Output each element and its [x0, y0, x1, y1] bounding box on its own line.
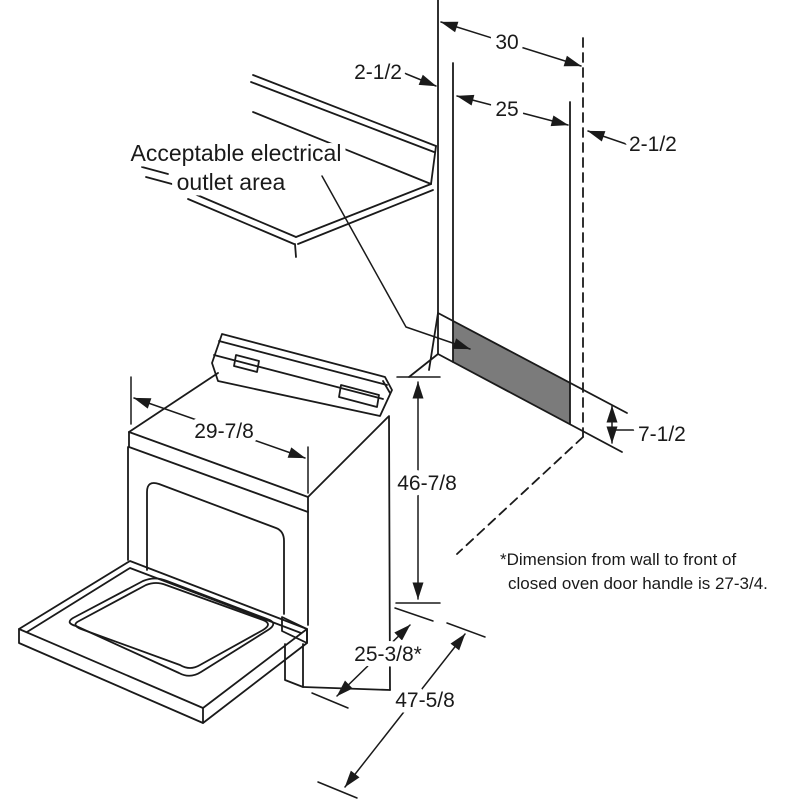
dim-line: [456, 94, 569, 127]
dim-text-outlet-height: 7-1/2: [638, 423, 686, 446]
door-window-inner: [74, 582, 269, 669]
tick-lower: [317, 781, 358, 799]
range: [127, 333, 393, 691]
break-mark-2: [145, 176, 173, 185]
outlet-band-top-line: [437, 312, 628, 414]
dim-text-depth: 25-3/8*: [354, 643, 422, 666]
oven-opening-outline: [146, 482, 285, 615]
countertop: [141, 74, 437, 258]
dim-depth-door-open: 47-5/8: [317, 622, 486, 799]
labels: Acceptable electrical outlet area *Dimen…: [125, 135, 771, 597]
dim-text-30: 30: [495, 31, 518, 54]
outlet-area-shaded-band: [453, 321, 570, 424]
backsplash-face-line: [213, 354, 384, 400]
floor-dashed-projection: [456, 436, 584, 555]
footnote-line2: closed oven door handle is 27-3/4.: [508, 574, 768, 593]
dim-text-left-clearance: 2-1/2: [354, 61, 402, 84]
outlet-area-label-line2: outlet area: [177, 169, 286, 195]
counter-front-edge: [189, 191, 297, 238]
backsplash-outline: [211, 333, 393, 417]
counter-right-cap: [430, 145, 437, 185]
dim-range-width: 29-7/8: [130, 376, 309, 494]
dim-text-width: 29-7/8: [194, 420, 254, 443]
dim-line: [440, 21, 582, 67]
counter-end-edge: [295, 183, 432, 238]
backsplash-end-line: [382, 380, 391, 394]
dim-range-height: 46-7/8: [392, 376, 462, 604]
door-window-outer: [68, 577, 275, 677]
dim-wall-opening-width: 30: [440, 21, 582, 67]
footnote-line1: *Dimension from wall to front of: [500, 550, 736, 569]
tick-upper: [446, 622, 486, 638]
drawer-panel: [284, 643, 304, 688]
leader-line: [587, 130, 627, 145]
dim-outlet-band-height: 7-1/2: [606, 405, 691, 452]
door-thickness-edge: [18, 628, 308, 724]
tick-lower: [311, 692, 349, 709]
counter-back-edge-inner: [250, 81, 435, 153]
dim-line: [344, 633, 466, 788]
dim-text-25: 25: [495, 98, 518, 121]
backsplash-band-line: [218, 340, 388, 386]
break-mark-1: [141, 166, 169, 175]
left-wall-floor-line: [408, 353, 439, 378]
dim-right-clearance: 2-1/2: [587, 128, 682, 162]
dim-text-height: 46-7/8: [397, 472, 457, 495]
counter-front-edge-inner: [187, 198, 295, 245]
control-display-left: [233, 354, 260, 373]
left-wall-band-line: [428, 312, 439, 371]
counter-back-edge: [252, 74, 437, 147]
control-display-right: [338, 384, 380, 408]
dim-counter-opening-width: 25: [456, 93, 569, 127]
dimensions: 30 25 2-1/2 2-1/2 7-1/2 46-7/: [130, 21, 691, 799]
tick-upper: [394, 607, 434, 622]
dim-text-right-clearance: 2-1/2: [629, 133, 677, 156]
dim-text-depth-door-open: 47-5/8: [395, 689, 455, 712]
counter-end-edge-inner: [297, 189, 434, 245]
wall-and-floor: [408, 0, 628, 555]
outlet-leader-line: [321, 175, 471, 350]
counter-surface-back-line: [252, 111, 432, 185]
dim-line: [133, 397, 306, 459]
cooktop-right-edge: [307, 416, 389, 498]
leader-line: [403, 72, 437, 87]
counter-corner-cap: [294, 243, 297, 258]
cooktop-rail-bottom: [128, 446, 309, 513]
wall-floor-junction-line: [437, 353, 623, 453]
dim-left-clearance: 2-1/2: [349, 56, 437, 90]
door-face-rim: [26, 567, 302, 634]
outlet-area-label-line1: Acceptable electrical: [131, 140, 342, 166]
oven-door-open: [18, 560, 308, 724]
